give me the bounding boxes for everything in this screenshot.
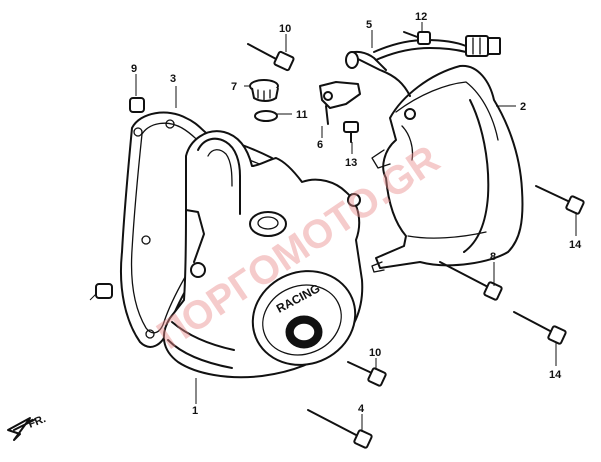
callout-13: 13	[345, 157, 357, 169]
part-14-bolt-lower	[513, 311, 567, 345]
callout-4: 4	[358, 403, 365, 415]
callout-10-upper: 10	[279, 23, 291, 35]
callout-5: 5	[366, 19, 372, 31]
part-5-cable	[345, 35, 501, 97]
part-6-bracket	[319, 81, 361, 125]
callout-1: 1	[192, 405, 198, 417]
part-10-bolt-lower	[347, 361, 387, 387]
callout-3: 3	[170, 73, 176, 85]
part-4-bolt	[307, 409, 373, 449]
part-9-dowel-bottom	[95, 283, 113, 299]
part-14-bolt-upper	[535, 185, 585, 215]
callout-14-lower: 14	[549, 369, 562, 381]
callout-11: 11	[296, 109, 308, 121]
callout-12: 12	[415, 11, 427, 23]
part-10-bolt-upper	[247, 43, 295, 72]
part-8-bolt	[439, 261, 503, 301]
front-direction-arrow: FR.	[7, 413, 48, 441]
leader-lines	[89, 22, 577, 432]
part-13-bolt	[343, 121, 359, 143]
callout-14-upper: 14	[569, 239, 582, 251]
front-direction-label: FR.	[27, 413, 48, 431]
part-12-bolt	[403, 31, 431, 45]
part-11-o-ring	[254, 110, 278, 122]
callout-2: 2	[520, 101, 526, 113]
callout-9: 9	[131, 63, 137, 75]
callout-7: 7	[231, 81, 237, 93]
part-9-dowel-top	[129, 97, 145, 113]
part-1-main-cover: RACING	[162, 130, 364, 379]
part-2-inner-cover	[371, 64, 524, 273]
callout-6: 6	[317, 139, 323, 151]
callout-10-lower: 10	[369, 347, 381, 359]
part-7-cap	[249, 79, 279, 102]
callout-8: 8	[490, 251, 496, 263]
